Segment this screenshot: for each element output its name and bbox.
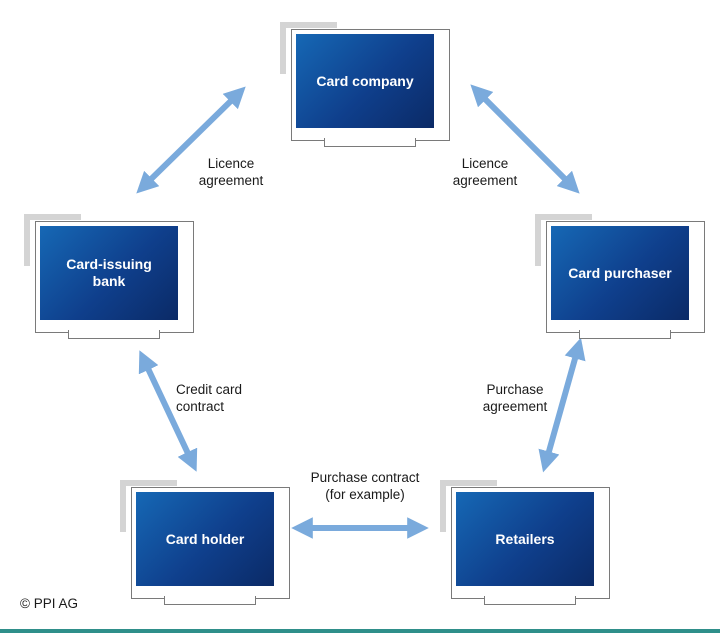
monitor-back-frame bbox=[120, 480, 177, 532]
node-retailers: Retailers bbox=[440, 480, 610, 620]
arrow-bank-to-card-company bbox=[136, 86, 246, 194]
node-label: Card company bbox=[316, 72, 414, 89]
node-label: Retailers bbox=[495, 530, 555, 547]
monitor-back-frame bbox=[535, 214, 592, 266]
monitor-screen: Card-issuing bank bbox=[40, 226, 178, 320]
monitor-screen: Card company bbox=[296, 34, 434, 128]
monitor-screen: Card purchaser bbox=[551, 226, 689, 320]
node-card-issuing-bank: Card-issuing bank bbox=[24, 214, 194, 354]
node-card-company: Card company bbox=[280, 22, 450, 162]
node-label: Card holder bbox=[165, 530, 245, 547]
node-card-holder: Card holder bbox=[120, 480, 290, 620]
edge-label-credit-card-contract: Credit card contract bbox=[176, 382, 243, 414]
monitor-screen: Card holder bbox=[136, 492, 274, 586]
monitor-stand bbox=[579, 330, 671, 339]
node-label: Card-issuing bank bbox=[66, 256, 152, 289]
edge-label-purchase-agreement: Purchase agreement bbox=[482, 382, 548, 414]
bottom-rule bbox=[0, 629, 720, 633]
monitor-stand bbox=[68, 330, 160, 339]
monitor-stand bbox=[324, 138, 416, 147]
monitor-stand bbox=[484, 596, 576, 605]
node-label: Card purchaser bbox=[568, 264, 672, 281]
monitor-back-frame bbox=[24, 214, 81, 266]
edge-label-licence-agreement-right: Licence agreement bbox=[452, 156, 518, 188]
arrow-bank-to-card-holder bbox=[138, 350, 198, 472]
arrow-purchaser-to-retailers bbox=[538, 337, 586, 473]
monitor-stand bbox=[164, 596, 256, 605]
monitor-screen: Retailers bbox=[456, 492, 594, 586]
monitor-back-frame bbox=[280, 22, 337, 74]
edge-label-licence-agreement-left: Licence agreement bbox=[198, 156, 264, 188]
arrow-card-company-to-purchaser bbox=[470, 84, 580, 194]
node-card-purchaser: Card purchaser bbox=[535, 214, 705, 354]
monitor-back-frame bbox=[440, 480, 497, 532]
copyright-notice: © PPI AG bbox=[20, 596, 78, 611]
edge-label-purchase-contract: Purchase contract (for example) bbox=[310, 470, 420, 502]
